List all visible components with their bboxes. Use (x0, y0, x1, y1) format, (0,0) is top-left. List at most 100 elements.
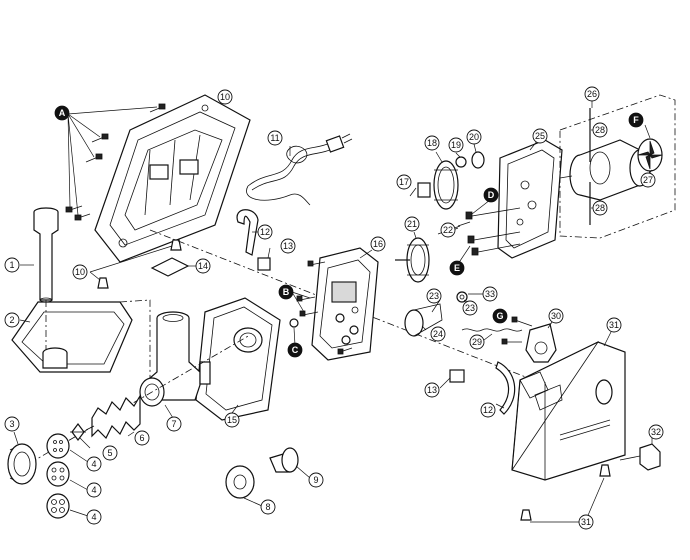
svg-text:8: 8 (265, 502, 270, 512)
callout-22: 22 (440, 222, 456, 238)
svg-text:6: 6 (139, 433, 144, 443)
control-knob (619, 443, 661, 471)
callout-19: 19 (448, 137, 464, 153)
callout-24: 24 (430, 326, 446, 342)
front-panel (195, 297, 281, 421)
callout-6: 6 (134, 430, 150, 446)
callout-17: 17 (396, 174, 412, 190)
marker-f: F (628, 112, 644, 128)
callout-2: 2 (4, 312, 20, 328)
svg-text:32: 32 (651, 427, 661, 437)
svg-text:23: 23 (465, 303, 475, 313)
svg-text:28: 28 (595, 203, 605, 213)
svg-text:4: 4 (91, 485, 96, 495)
callout-18: 18 (424, 135, 440, 151)
svg-text:19: 19 (451, 140, 461, 150)
svg-text:G: G (496, 311, 503, 321)
svg-text:27: 27 (643, 175, 653, 185)
callout-21: 21 (404, 216, 420, 232)
food-pusher (33, 207, 59, 303)
callout-31b: 31 (578, 514, 594, 530)
motor-fan (637, 138, 663, 172)
gearbox-cover-plate (311, 247, 379, 361)
main-housing (511, 340, 626, 481)
gearbox-plate (497, 139, 563, 259)
svg-text:2: 2 (9, 315, 14, 325)
svg-text:3: 3 (9, 419, 14, 429)
callout-13b: 13 (424, 382, 440, 398)
cord-clip-lower (495, 361, 516, 415)
cutter-blade (70, 423, 86, 441)
svg-text:15: 15 (227, 415, 237, 425)
callout-29: 29 (469, 334, 485, 350)
svg-text:31: 31 (609, 320, 619, 330)
callout-30: 30 (548, 308, 564, 324)
svg-text:17: 17 (399, 177, 409, 187)
svg-text:C: C (292, 345, 299, 355)
callout-10b: 10 (72, 264, 88, 280)
cord-clip (236, 209, 259, 256)
callout-9: 9 (308, 472, 324, 488)
callout-16: 16 (370, 236, 386, 252)
svg-text:16: 16 (373, 239, 383, 249)
marker-c: C (287, 342, 303, 358)
svg-text:31: 31 (581, 517, 591, 527)
svg-text:7: 7 (171, 419, 176, 429)
kibbe-attachment (269, 447, 299, 473)
svg-text:B: B (283, 287, 290, 297)
svg-text:5: 5 (107, 448, 112, 458)
screws-a (65, 103, 166, 221)
letter-markers: A B C D E F G (54, 105, 644, 358)
callout-14: 14 (195, 258, 211, 274)
callout-31a: 31 (606, 317, 622, 333)
svg-text:29: 29 (472, 337, 482, 347)
callout-12a: 12 (257, 224, 273, 240)
power-cord (246, 133, 353, 206)
label-plate (150, 257, 190, 277)
callout-10a: 10 (217, 89, 233, 105)
sausage-attachment (225, 465, 255, 499)
callout-26: 26 (584, 86, 600, 102)
callout-5: 5 (102, 445, 118, 461)
svg-text:25: 25 (535, 131, 545, 141)
spring-29 (461, 316, 533, 345)
rubber-feet (89, 239, 182, 289)
ring-nut (7, 443, 37, 485)
svg-text:18: 18 (427, 138, 437, 148)
gear-train (395, 151, 485, 337)
callout-4a: 4 (86, 456, 102, 472)
motor-box-outline (559, 94, 676, 239)
callouts: 1 2 3 4 4 4 5 6 7 8 9 10 10 11 12 12 13 … (4, 86, 664, 530)
svg-text:E: E (454, 263, 460, 273)
marker-d: D (483, 187, 499, 203)
marker-b: B (278, 284, 294, 300)
svg-text:1: 1 (9, 260, 14, 270)
svg-text:21: 21 (407, 219, 417, 229)
grinding-plates (46, 433, 70, 519)
svg-text:28: 28 (595, 125, 605, 135)
svg-text:D: D (488, 190, 495, 200)
svg-text:20: 20 (469, 132, 479, 142)
callout-15: 15 (224, 412, 240, 428)
svg-text:26: 26 (587, 89, 597, 99)
callout-27: 27 (640, 172, 656, 188)
svg-text:13: 13 (283, 241, 293, 251)
svg-text:4: 4 (91, 512, 96, 522)
svg-text:A: A (59, 108, 66, 118)
callout-4c: 4 (86, 509, 102, 525)
svg-text:12: 12 (483, 405, 493, 415)
svg-text:22: 22 (443, 225, 453, 235)
callout-12b: 12 (480, 402, 496, 418)
callout-25: 25 (532, 128, 548, 144)
svg-text:12: 12 (260, 227, 270, 237)
svg-text:9: 9 (313, 475, 318, 485)
callout-23b: 23 (462, 300, 478, 316)
screws-d-e (465, 207, 521, 256)
svg-text:33: 33 (485, 289, 495, 299)
svg-text:23: 23 (429, 291, 439, 301)
svg-text:13: 13 (427, 385, 437, 395)
callout-7: 7 (166, 416, 182, 432)
callout-28b: 28 (592, 200, 608, 216)
rear-housing-frame (94, 94, 251, 263)
